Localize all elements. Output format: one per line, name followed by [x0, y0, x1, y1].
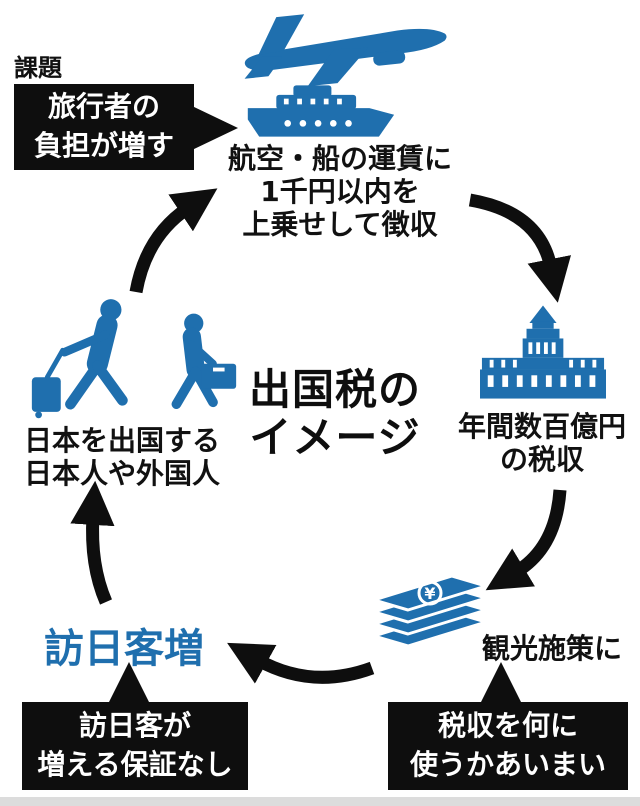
yen-symbol: ¥ — [424, 584, 435, 603]
ship-icon-wrap — [244, 82, 396, 140]
callout-pointer-up-guarantee — [108, 662, 150, 704]
callout-no-guarantee-line2: 増える保証なし — [37, 748, 233, 781]
callout-tax-use: 税収を何に 使うかあいまい — [388, 662, 628, 790]
fare-caption: 航空・船の運賃に 1千円以内を 上乗せして徴収 — [205, 142, 475, 241]
arrow-tourism-to-visitors — [227, 642, 375, 684]
departing-caption: 日本を出国する 日本人や外国人 — [12, 424, 232, 490]
bag-handle-slot — [213, 367, 225, 372]
revenue-line-2: の税収 — [499, 443, 584, 477]
callout-pointer-up-tax — [480, 662, 522, 704]
ship-icon — [247, 85, 395, 137]
departing-line-2: 日本人や外国人 — [23, 457, 220, 491]
callout-traveler-burden-line1: 旅行者の — [47, 90, 160, 124]
airplane-icon — [244, 14, 447, 87]
arrow-visitors-to-people — [70, 480, 115, 605]
page-title-line2: イメージ — [249, 413, 421, 463]
diet-building-icon-wrap — [480, 303, 606, 403]
bottom-edge — [0, 797, 640, 806]
diet-building-icon — [480, 305, 606, 399]
revenue-line-1: 年間数百億円 — [457, 410, 626, 443]
fare-line-2: 1千円以内を — [260, 175, 420, 209]
issue-label: 課題 — [14, 54, 62, 82]
travelers-icon — [31, 299, 237, 419]
callout-traveler-burden: 旅行者の 負担が増す — [14, 84, 238, 170]
fare-line-1: 航空・船の運賃に — [227, 142, 452, 175]
callout-no-guarantee: 訪日客が 増える保証なし — [22, 662, 248, 790]
tourism-caption: 観光施策に — [481, 632, 622, 665]
callout-tax-use-line2: 使うかあいまい — [409, 748, 606, 781]
departing-line-1: 日本を出国する — [23, 424, 220, 457]
airplane-icon-wrap — [228, 0, 463, 96]
callout-no-guarantee-line1: 訪日客が — [78, 709, 191, 743]
arrow-fare-to-revenue — [468, 193, 571, 303]
yen-circle — [417, 580, 443, 606]
arrow-revenue-to-money — [485, 489, 567, 591]
callout-pointer-right — [192, 106, 238, 150]
page-title-line1: 出国税の — [248, 365, 421, 414]
banknotes-icon: ¥ — [372, 574, 488, 648]
page-title: 出国税の イメージ — [228, 365, 442, 463]
revenue-caption: 年間数百億円 の税収 — [452, 410, 632, 476]
callout-tax-use-line1: 税収を何に — [437, 709, 578, 743]
callout-traveler-burden-line2: 負担が増す — [33, 129, 174, 162]
fare-line-3: 上乗せして徴収 — [242, 208, 438, 242]
arrow-people-to-fare — [129, 188, 218, 294]
banknotes-icon-wrap: ¥ — [368, 568, 492, 664]
travelers-icon-wrap — [28, 293, 240, 421]
